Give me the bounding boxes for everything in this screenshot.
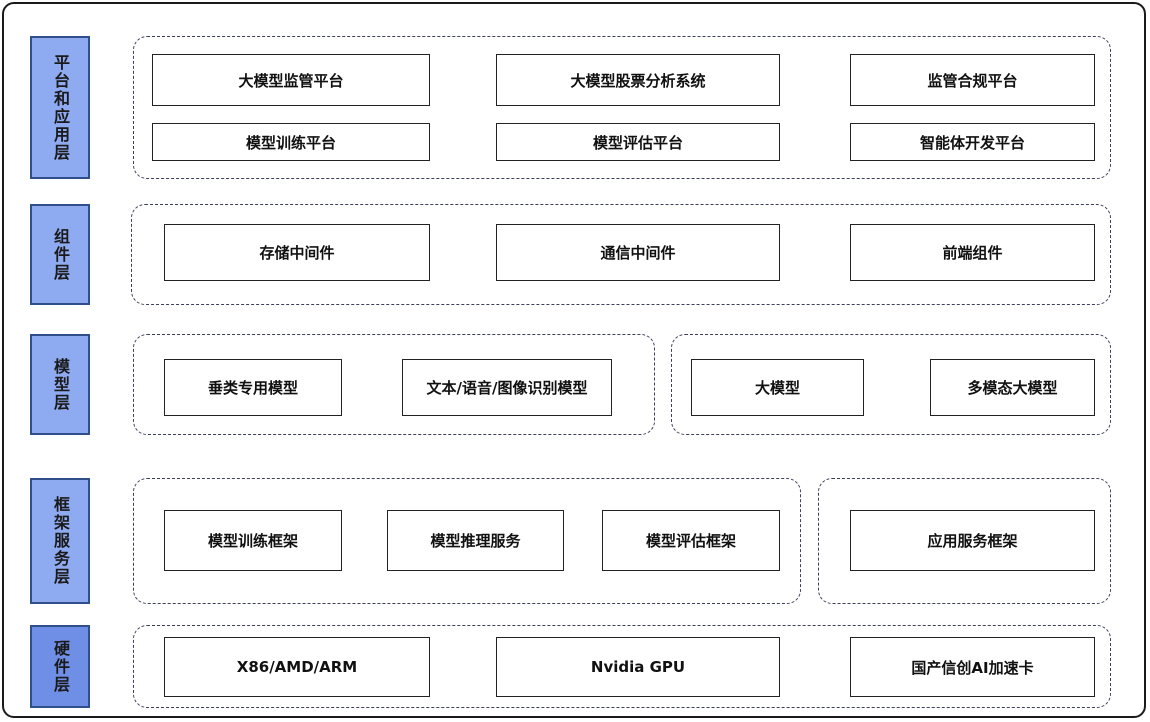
box-large-model: 大模型 — [691, 359, 864, 416]
box-model-training-platform: 模型训练平台 — [152, 123, 430, 161]
group-model-large — [671, 334, 1111, 435]
box-nvidia-gpu: Nvidia GPU — [496, 637, 780, 697]
group-component — [131, 204, 1111, 305]
box-storage-middleware: 存储中间件 — [164, 224, 430, 281]
box-text-speech-image-model: 文本/语音/图像识别模型 — [402, 359, 612, 416]
group-framework-app — [818, 478, 1111, 604]
box-llm-supervision-platform: 大模型监管平台 — [152, 54, 430, 106]
layer-label-framework: 框架服务层 — [30, 478, 90, 604]
group-model-specialized — [133, 334, 655, 435]
box-model-inference-service: 模型推理服务 — [387, 510, 564, 571]
box-cpu-arch: X86/AMD/ARM — [164, 637, 430, 697]
box-frontend-components: 前端组件 — [850, 224, 1095, 281]
box-model-evaluation-framework: 模型评估框架 — [602, 510, 780, 571]
box-app-service-framework: 应用服务框架 — [850, 510, 1095, 571]
box-model-evaluation-platform: 模型评估平台 — [496, 123, 780, 161]
box-multimodal-large-model: 多模态大模型 — [930, 359, 1095, 416]
box-llm-stock-analysis-system: 大模型股票分析系统 — [496, 54, 780, 106]
group-hardware — [133, 625, 1111, 708]
layer-label-component: 组件层 — [30, 204, 90, 305]
box-vertical-specialized-model: 垂类专用模型 — [164, 359, 342, 416]
layer-label-model: 模型层 — [30, 334, 90, 435]
box-model-training-framework: 模型训练框架 — [164, 510, 342, 571]
box-agent-dev-platform: 智能体开发平台 — [850, 123, 1095, 161]
box-domestic-ai-accelerator: 国产信创AI加速卡 — [850, 637, 1095, 697]
box-communication-middleware: 通信中间件 — [496, 224, 780, 281]
group-platform — [133, 36, 1111, 179]
layer-label-hardware: 硬件层 — [30, 625, 90, 708]
group-framework-model — [133, 478, 801, 604]
layer-label-platform: 平台和应用层 — [30, 36, 90, 179]
box-compliance-platform: 监管合规平台 — [850, 54, 1095, 106]
